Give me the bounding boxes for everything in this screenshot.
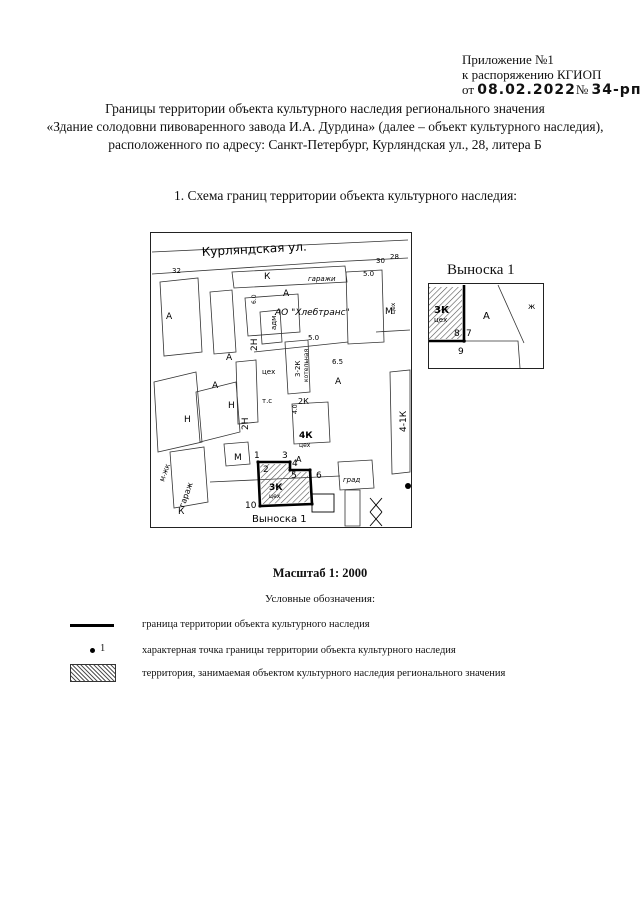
document-title: Границы территории объекта культурного н…	[40, 100, 610, 154]
legend-point-text: характерная точка границы территории объ…	[142, 645, 456, 656]
label-ts: т.с	[262, 397, 272, 405]
legend-line-text: граница территории объекта культурного н…	[142, 619, 370, 630]
label-6-5: 6.5	[332, 358, 343, 366]
label-m-tsekh: цех	[390, 302, 397, 314]
label-n-left: Н	[184, 415, 191, 425]
label-k-low: К	[178, 507, 185, 517]
callout-label: Выноска 1	[252, 514, 307, 525]
label-3k: 3К	[269, 483, 283, 493]
label-adm: адм.	[270, 313, 278, 330]
legend-hatch-symbol	[70, 664, 116, 682]
label-2n-top: 2Н	[250, 339, 260, 352]
boundary-map: Курляндская ул. 1 2 3 4 5 6 10 3К цех	[150, 232, 412, 528]
label-4k: 4К	[299, 431, 313, 441]
point-5: 5	[291, 471, 297, 481]
label-5-0-mid: 5.0	[308, 334, 319, 342]
label-3-2k: 3-2К	[294, 361, 302, 377]
appendix-date: 08.02.2022	[477, 82, 576, 98]
street-edge-south	[151, 257, 409, 275]
map-scale: Масштаб 1: 2000	[272, 566, 368, 580]
appendix-from: от	[462, 82, 475, 97]
section-heading: 1. Схема границ территории объекта культ…	[174, 188, 518, 203]
inset-3k: 3К	[434, 305, 450, 316]
inset-a: А	[483, 311, 490, 322]
appendix-line1: Приложение №1	[462, 52, 554, 67]
label-a-near: А	[296, 455, 302, 464]
label-ckh: цех	[262, 368, 275, 376]
inset-zh: ж	[528, 302, 535, 311]
label-28: 28	[390, 253, 399, 261]
point-1: 1	[254, 451, 260, 461]
point-3: 3	[282, 451, 288, 461]
map-marker	[405, 483, 411, 489]
appendix-number: 34-рп	[591, 82, 640, 98]
label-m-right: М	[385, 307, 393, 317]
appendix-line2: к распоряжению КГИОП	[462, 67, 602, 82]
label-kotelnaya: котельная	[303, 349, 310, 382]
legend-point-symbol	[90, 648, 95, 653]
inset-point-9: 9	[458, 347, 464, 357]
fence-markers	[369, 497, 383, 527]
label-3k-tsekh: цех	[269, 493, 281, 500]
appendix-line3: от 08.02.2022№ 34-рп	[462, 82, 640, 98]
label-2k: 2К	[298, 397, 309, 406]
label-5-0-top: 5.0	[363, 270, 374, 278]
label-company: АО "Хлебтранс"	[274, 308, 350, 318]
buildings	[153, 265, 411, 527]
label-a-top: А	[283, 289, 290, 299]
boundary-points	[256, 460, 314, 508]
label-m-low: М	[234, 453, 242, 463]
inset-map: 3К цех А ж 7 8 9	[428, 283, 544, 369]
legend-point-marker: 1	[100, 643, 106, 654]
label-4k-tsekh: цех	[299, 442, 311, 449]
heritage-territory	[260, 464, 310, 504]
label-garages: гаражи	[308, 275, 336, 283]
label-n-mid: Н	[228, 401, 235, 411]
label-2n-low: 2Н	[241, 418, 251, 431]
point-4: 4	[292, 459, 298, 469]
legend-heading: Условные обозначения:	[264, 593, 376, 605]
point-2: 2	[263, 465, 269, 475]
label-a-left: А	[166, 312, 173, 322]
label-4-0: 4.0	[292, 404, 299, 414]
inset-tsekh: цех	[434, 316, 447, 324]
label-32: 32	[172, 267, 181, 275]
title-line2: «Здание солодовни пивоваренного завода И…	[46, 119, 604, 134]
legend-line-symbol	[70, 624, 114, 627]
appendix-number-sign: №	[575, 82, 589, 97]
street-name: Курляндская ул.	[201, 240, 307, 259]
label-grad: град	[343, 476, 360, 484]
point-10: 10	[245, 501, 257, 511]
label-a-right: А	[335, 377, 342, 387]
label-k: К	[264, 272, 271, 282]
inset-title: Выноска 1	[447, 262, 515, 278]
label-30: 30	[376, 257, 385, 265]
label-6-0: 6.0	[251, 294, 258, 304]
inset-point-8: 8	[454, 329, 460, 339]
street-edge-north	[151, 239, 409, 253]
label-a-mid: А	[226, 353, 233, 363]
appendix-header: Приложение №1 к распоряжению КГИОП от 08…	[462, 52, 640, 98]
legend-hatch-text: территория, занимаемая объектом культурн…	[142, 668, 506, 679]
title-line1: Границы территории объекта культурного н…	[105, 101, 545, 116]
label-4-1k: 4-1К	[399, 410, 409, 432]
inset-territory	[429, 287, 462, 339]
title-line3: расположенного по адресу: Санкт-Петербур…	[108, 137, 542, 152]
label-a-lower: А	[212, 381, 219, 391]
point-6: 6	[316, 471, 322, 481]
inset-point-7: 7	[466, 329, 472, 339]
